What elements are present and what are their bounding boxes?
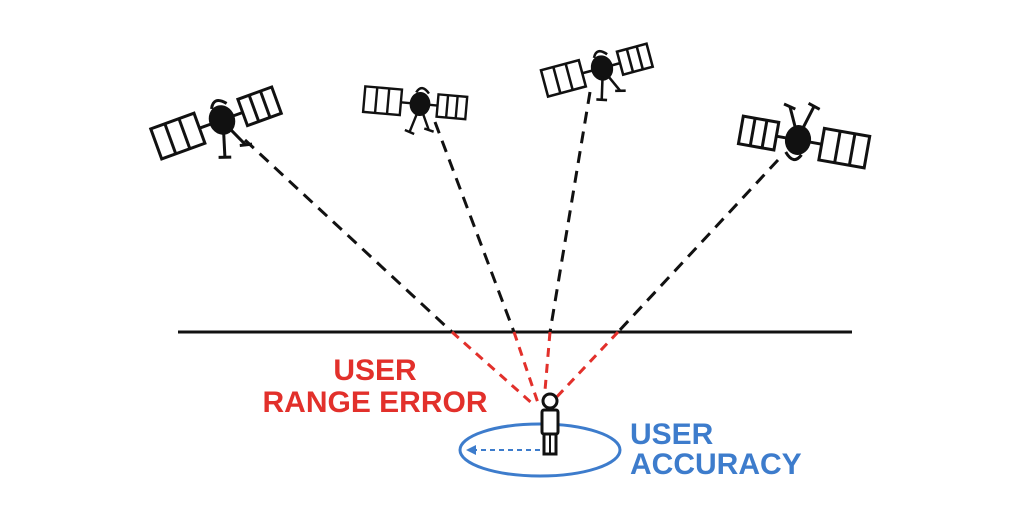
signal-line xyxy=(616,158,780,334)
range-error-label-line2: RANGE ERROR xyxy=(262,386,487,419)
satellite-icon xyxy=(735,91,876,174)
range-error-line xyxy=(512,331,540,404)
range-error-lines xyxy=(451,330,620,407)
range-error-line xyxy=(550,330,620,404)
arrow-left-icon xyxy=(466,445,476,455)
signal-lines xyxy=(243,91,780,334)
range-error-line xyxy=(451,330,535,407)
range-error-line xyxy=(542,331,552,403)
signal-line xyxy=(548,91,592,333)
range-error-label-line1: USER xyxy=(333,354,417,387)
signal-line xyxy=(433,121,516,333)
signal-line xyxy=(243,138,454,334)
user-figure-icon xyxy=(540,392,560,456)
accuracy-label-line2: ACCURACY xyxy=(630,448,802,481)
accuracy-label-line1: USER xyxy=(630,418,714,451)
accuracy-ellipse xyxy=(458,422,622,478)
satellite-icon xyxy=(360,81,469,140)
satellite-icon xyxy=(147,79,291,182)
satellite-icon xyxy=(538,37,660,116)
